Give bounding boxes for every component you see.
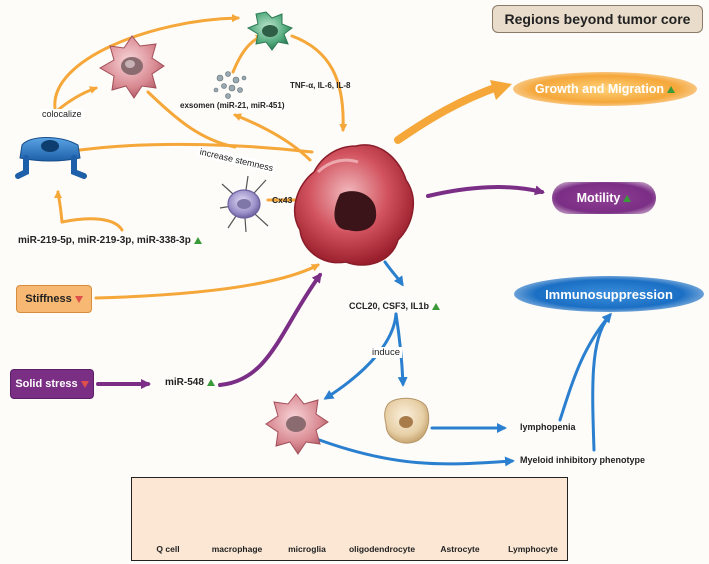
stimulus-stiffness: Stiffness: [16, 285, 92, 313]
stimulus-solid-stress: Solid stress: [10, 369, 94, 399]
legend-box: Q cell macrophage microglia oligodendroc…: [131, 477, 568, 561]
up-arrow-icon: [623, 194, 632, 202]
legend-label-astrocyte: Astrocyte: [440, 544, 480, 554]
label-cytokines: TNF-α, IL-6, IL-8: [290, 81, 351, 90]
outcome-immuno-text: Immunosuppression: [545, 286, 673, 302]
macrophage-bottom-cell: [265, 393, 329, 455]
growth-arrow: [394, 82, 504, 144]
label-mir548-text: miR-548: [165, 377, 204, 388]
legend-label-oligodendrocyte: oligodendrocyte: [348, 544, 416, 554]
stimulus-solid-stress-text: Solid stress: [15, 378, 78, 390]
legend-label-microglia: microglia: [288, 544, 326, 554]
oligodendrocyte-cell: [15, 137, 87, 179]
outcome-motility: Motility: [552, 182, 656, 214]
blue-arrows: [312, 260, 612, 467]
up-arrow-icon: [193, 236, 202, 244]
legend-label-macrophage: macrophage: [211, 544, 263, 554]
legend-label-lymphocyte: Lymphocyte: [508, 544, 558, 554]
outcome-growth-migration: Growth and Migration: [513, 72, 697, 106]
up-arrow-icon: [432, 303, 441, 311]
microglia-top-cell: [246, 11, 294, 51]
up-arrow-icon: [667, 85, 676, 93]
label-colocalize: colocalize: [40, 109, 84, 119]
label-lymphopenia: lymphopenia: [520, 422, 576, 432]
label-exosome: exsomen (miR-21, miR-451): [180, 101, 285, 110]
down-arrow-icon: [80, 380, 89, 388]
down-arrow-icon: [74, 295, 83, 303]
stimulus-stiffness-text: Stiffness: [25, 293, 72, 305]
up-arrow-icon: [206, 378, 215, 386]
label-induce: induce: [370, 347, 402, 358]
label-ccl-text: CCL20, CSF3, IL1b: [349, 301, 430, 311]
outcome-growth-text: Growth and Migration: [534, 82, 665, 96]
astrocyte-cell: [219, 175, 269, 233]
outcome-immunosuppression: Immunosuppression: [514, 276, 704, 312]
diagram-title: Regions beyond tumor core: [492, 5, 703, 33]
macrophage-top-cell: [98, 35, 165, 99]
label-mirs-oligo: miR-219-5p, miR-219-3p, miR-338-3p: [18, 235, 202, 246]
purple-arrows: [96, 185, 545, 389]
label-mirs-oligo-text: miR-219-5p, miR-219-3p, miR-338-3p: [18, 235, 191, 246]
lymphocyte-cell: [384, 397, 430, 444]
orange-arrows: [53, 14, 348, 300]
exosome-vesicles: [213, 71, 247, 99]
label-cx43: Cx43: [272, 195, 293, 205]
label-ccl: CCL20, CSF3, IL1b: [349, 301, 441, 311]
outcome-motility-text: Motility: [576, 191, 621, 205]
q-cell-central: [293, 144, 415, 266]
growth-arrow-head: [490, 80, 512, 100]
label-myeloid: Myeloid inhibitory phenotype: [520, 455, 646, 465]
legend-label-q-cell: Q cell: [156, 544, 180, 554]
label-mir548: miR-548: [165, 377, 215, 388]
